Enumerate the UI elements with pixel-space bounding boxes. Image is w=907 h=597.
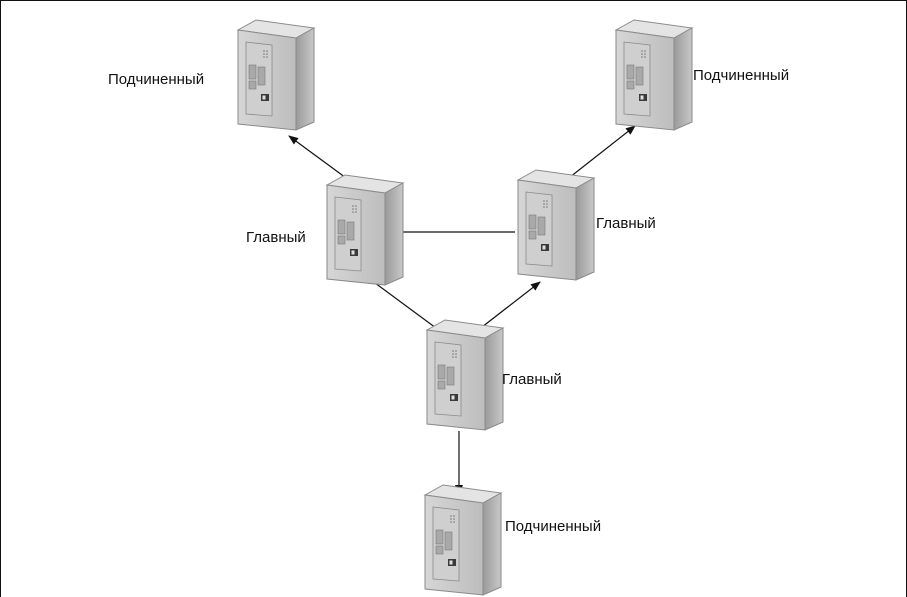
node-label: Главный	[246, 229, 306, 246]
server-node-master-left: Главный	[246, 174, 404, 286]
server-icon	[615, 19, 693, 131]
node-label: Подчиненный	[108, 71, 204, 88]
server-node-master-center: Главный	[426, 319, 562, 431]
server-icon	[426, 319, 504, 431]
server-icon	[237, 19, 315, 131]
server-icon	[326, 174, 404, 286]
server-node-slave-top-left: Подчиненный	[108, 19, 315, 131]
server-node-slave-bottom: Подчиненный	[424, 484, 601, 596]
server-icon	[517, 169, 595, 281]
node-label: Подчиненный	[693, 67, 789, 84]
server-node-master-right: Главный	[517, 169, 656, 281]
server-icon	[424, 484, 502, 596]
server-node-slave-top-right: Подчиненный	[615, 19, 789, 131]
node-label: Главный	[596, 215, 656, 232]
node-label: Главный	[502, 371, 562, 388]
node-label: Подчиненный	[505, 518, 601, 535]
